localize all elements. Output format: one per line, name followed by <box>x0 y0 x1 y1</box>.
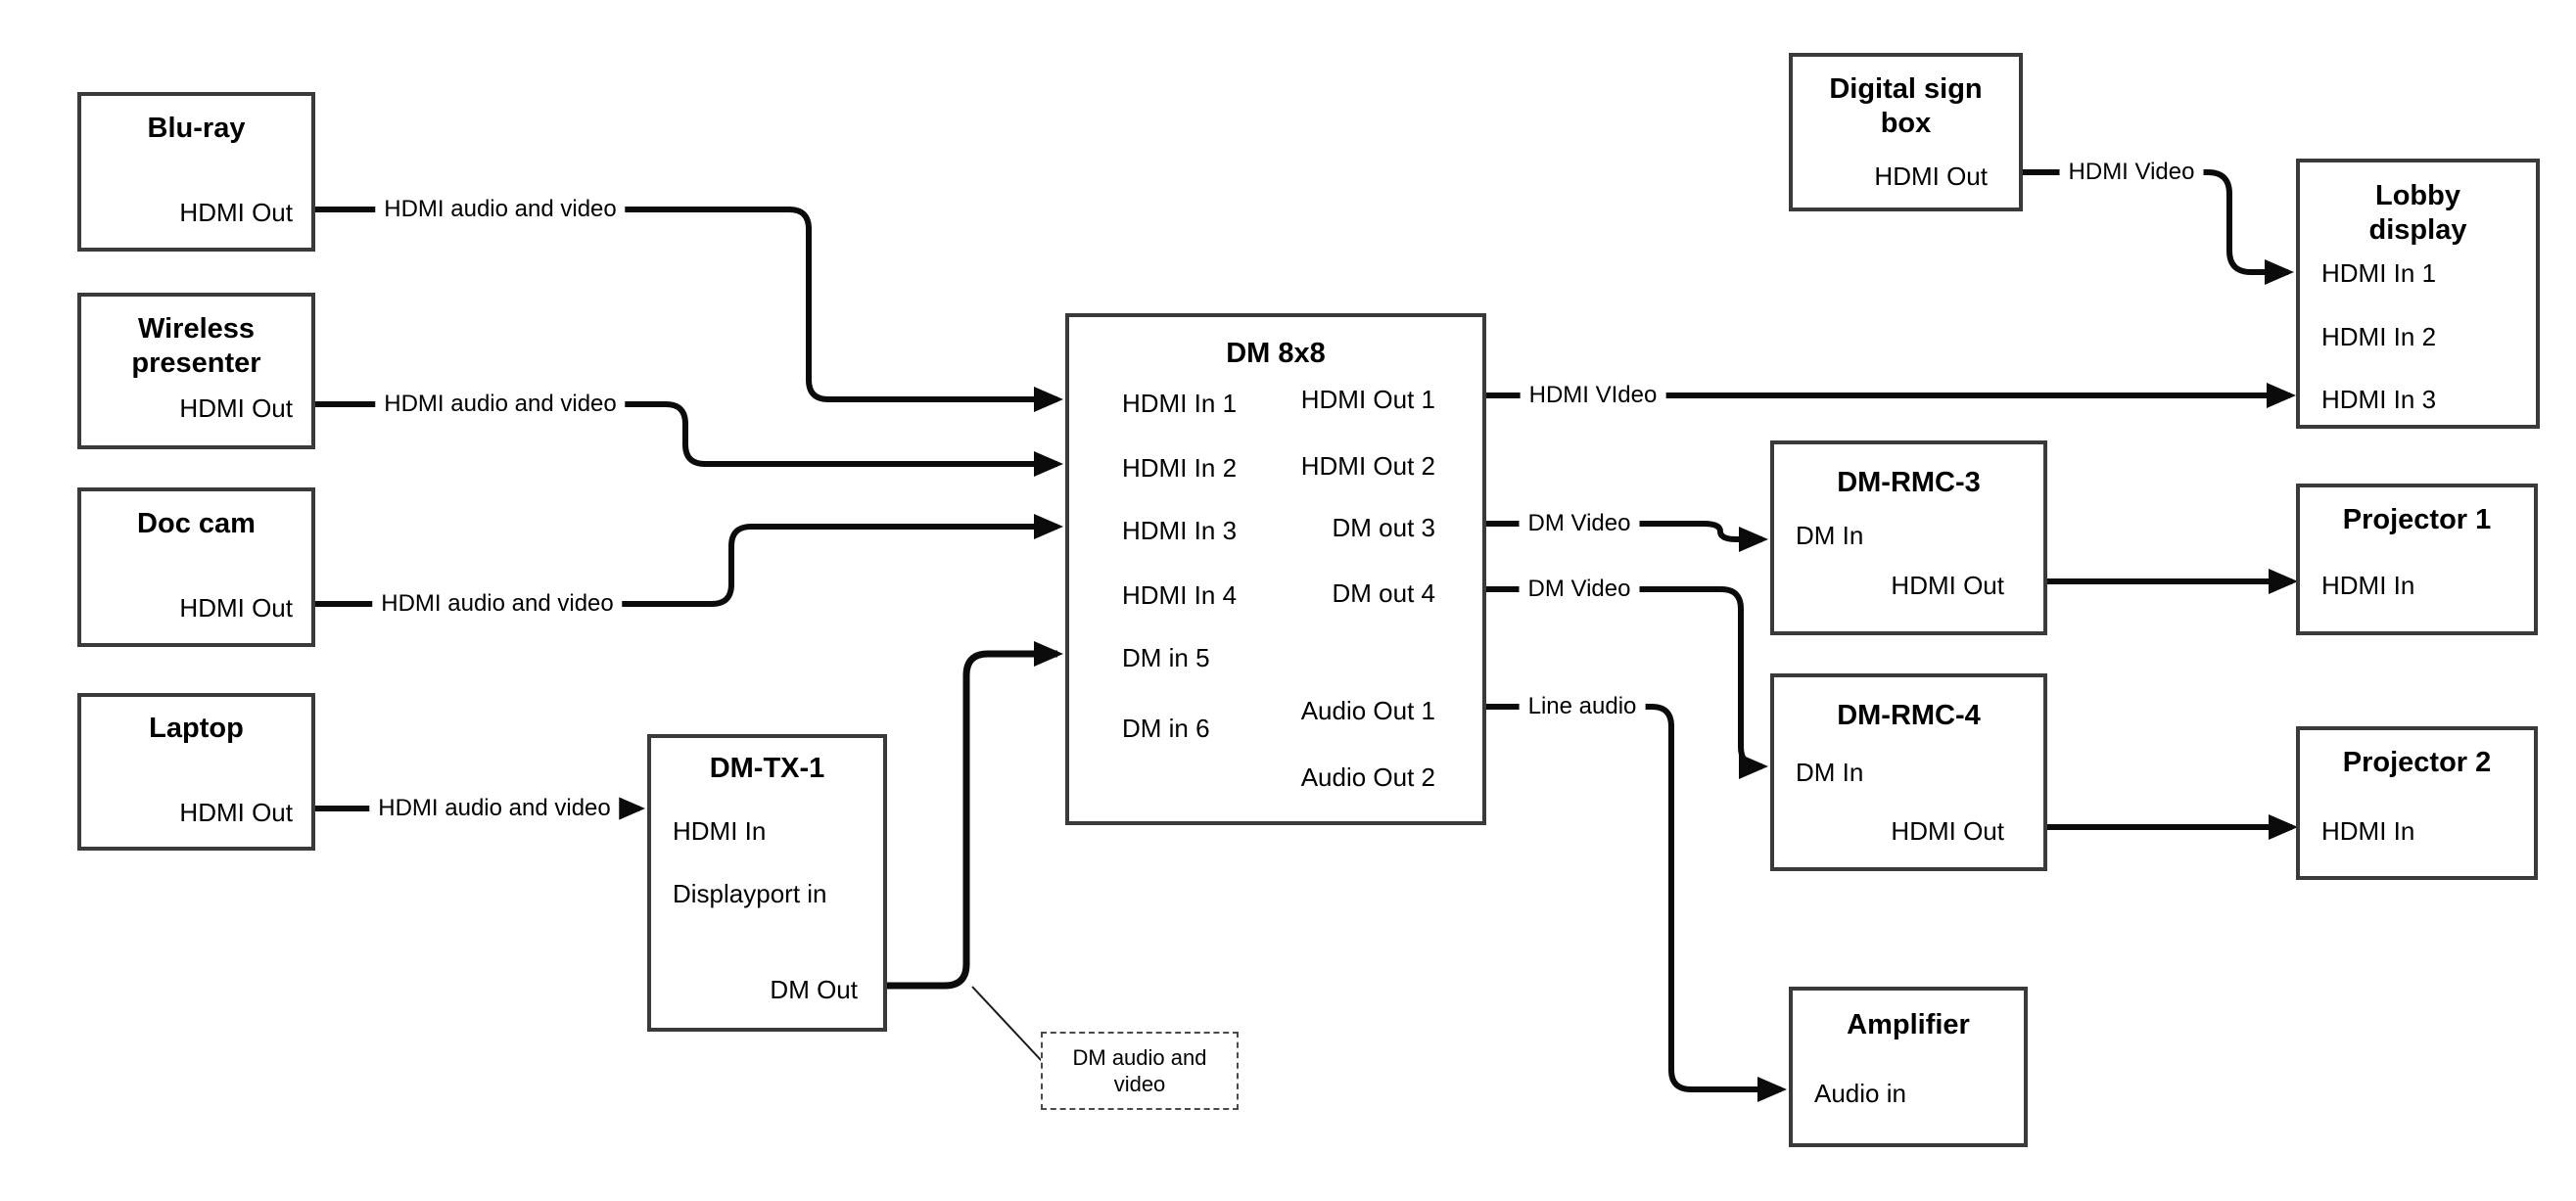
node-dm-rmc-4: DM-RMC-4 DM In HDMI Out <box>1770 673 2047 871</box>
wire-label-laptop: HDMI audio and video <box>369 795 620 822</box>
node-digital-sign-box: Digital sign box HDMI Out <box>1789 53 2023 211</box>
wire-label-dm-video-3: DM Video <box>1519 510 1640 537</box>
port-dm-in-6: DM in 6 <box>1122 714 1210 743</box>
port-hdmi-in-2: HDMI In 2 <box>1122 453 1238 483</box>
port-audio-out-2: Audio Out 2 <box>1300 762 1435 792</box>
node-doc-cam: Doc cam HDMI Out <box>77 487 315 647</box>
port-displayport-in: Displayport in <box>673 879 827 908</box>
node-title: Digital sign box <box>1829 73 1983 139</box>
port-hdmi-in-1: HDMI In 1 <box>2321 258 2437 288</box>
node-projector-2: Projector 2 HDMI In <box>2296 726 2538 880</box>
wire-label-hdmi-video-lobby: HDMI VIdeo <box>1520 382 1666 409</box>
node-dm-rmc-3: DM-RMC-3 DM In HDMI Out <box>1770 440 2047 635</box>
wire-label-line-audio: Line audio <box>1519 693 1646 720</box>
wire-label-wireless: HDMI audio and video <box>375 391 626 418</box>
node-title: DM 8x8 <box>1226 338 1326 369</box>
node-title: DM-RMC-4 <box>1837 700 1981 731</box>
node-laptop: Laptop HDMI Out <box>77 693 315 851</box>
wire-label-hdmi-video-sign: HDMI Video <box>2059 159 2204 186</box>
node-title: DM-RMC-3 <box>1837 467 1981 498</box>
port-dm-in: DM In <box>1796 521 1864 550</box>
node-dm-tx-1: DM-TX-1 HDMI In Displayport in DM Out <box>647 734 887 1032</box>
node-title: Doc cam <box>137 508 256 539</box>
node-title: Projector 2 <box>2342 747 2492 778</box>
node-amplifier: Amplifier Audio in <box>1789 987 2028 1147</box>
port-hdmi-out-2: HDMI Out 2 <box>1300 451 1435 481</box>
callout-leader-line <box>971 986 1043 1062</box>
port-hdmi-out: HDMI Out <box>1874 162 1988 191</box>
port-audio-in: Audio in <box>1814 1079 1906 1108</box>
port-hdmi-in-1: HDMI In 1 <box>1122 389 1238 418</box>
wire-dmtx1-to-dm8x8 <box>887 641 1063 990</box>
wire-label-doccam: HDMI audio and video <box>372 590 623 618</box>
port-hdmi-out: HDMI Out <box>179 198 293 227</box>
wire-label-dm-video-4: DM Video <box>1519 576 1640 603</box>
port-hdmi-in-2: HDMI In 2 <box>2321 322 2437 351</box>
port-hdmi-in-3: HDMI In 3 <box>1122 516 1238 545</box>
node-lobby-display: Lobby display HDMI In 1 HDMI In 2 HDMI I… <box>2296 159 2540 429</box>
node-dm-8x8: DM 8x8 HDMI In 1 HDMI In 2 HDMI In 3 HDM… <box>1065 313 1486 825</box>
wire-dm8x8-to-dmrmc3 <box>1486 521 1768 552</box>
node-title: Amplifier <box>1847 1009 1970 1040</box>
node-title: Projector 1 <box>2342 504 2492 535</box>
port-hdmi-in: HDMI In <box>673 816 767 846</box>
port-hdmi-out: HDMI Out <box>1891 816 2004 846</box>
port-hdmi-out: HDMI Out <box>1891 571 2004 600</box>
node-title: Wireless presenter <box>131 313 261 379</box>
node-title: Lobby display <box>2368 180 2467 246</box>
port-dm-out-3: DM out 3 <box>1332 513 1436 542</box>
port-dm-in: DM In <box>1796 758 1864 787</box>
wire-wireless-to-dm8x8 <box>315 401 1063 477</box>
port-dm-in-5: DM in 5 <box>1122 643 1210 672</box>
port-dm-out: DM Out <box>770 975 858 1004</box>
callout-dm-audio-video: DM audio and video <box>1041 1032 1239 1110</box>
wire-dm8x8-to-dmrmc4 <box>1486 586 1768 779</box>
port-hdmi-out: HDMI Out <box>179 393 293 423</box>
port-hdmi-in: HDMI In <box>2321 816 2415 846</box>
wire-dm8x8-to-amplifier <box>1486 704 1787 1102</box>
port-hdmi-out: HDMI Out <box>179 798 293 827</box>
node-title: DM-TX-1 <box>709 753 825 784</box>
port-hdmi-out-1: HDMI Out 1 <box>1300 385 1435 414</box>
wire-bluray-to-dm8x8 <box>315 207 1063 412</box>
wire-doccam-to-dm8x8 <box>315 514 1063 607</box>
port-hdmi-in: HDMI In <box>2321 571 2415 600</box>
port-hdmi-in-3: HDMI In 3 <box>2321 385 2437 414</box>
node-blu-ray: Blu-ray HDMI Out <box>77 92 315 252</box>
node-title: Blu-ray <box>147 113 246 144</box>
port-hdmi-in-4: HDMI In 4 <box>1122 580 1238 610</box>
node-title: Laptop <box>149 713 244 744</box>
wire-label-bluray: HDMI audio and video <box>375 196 626 223</box>
node-wireless-presenter: Wireless presenter HDMI Out <box>77 293 315 449</box>
port-dm-out-4: DM out 4 <box>1332 578 1436 608</box>
node-projector-1: Projector 1 HDMI In <box>2296 484 2538 635</box>
port-hdmi-out: HDMI Out <box>179 593 293 623</box>
wire-digitalsign-to-lobby <box>2023 169 2294 285</box>
port-audio-out-1: Audio Out 1 <box>1300 696 1435 725</box>
